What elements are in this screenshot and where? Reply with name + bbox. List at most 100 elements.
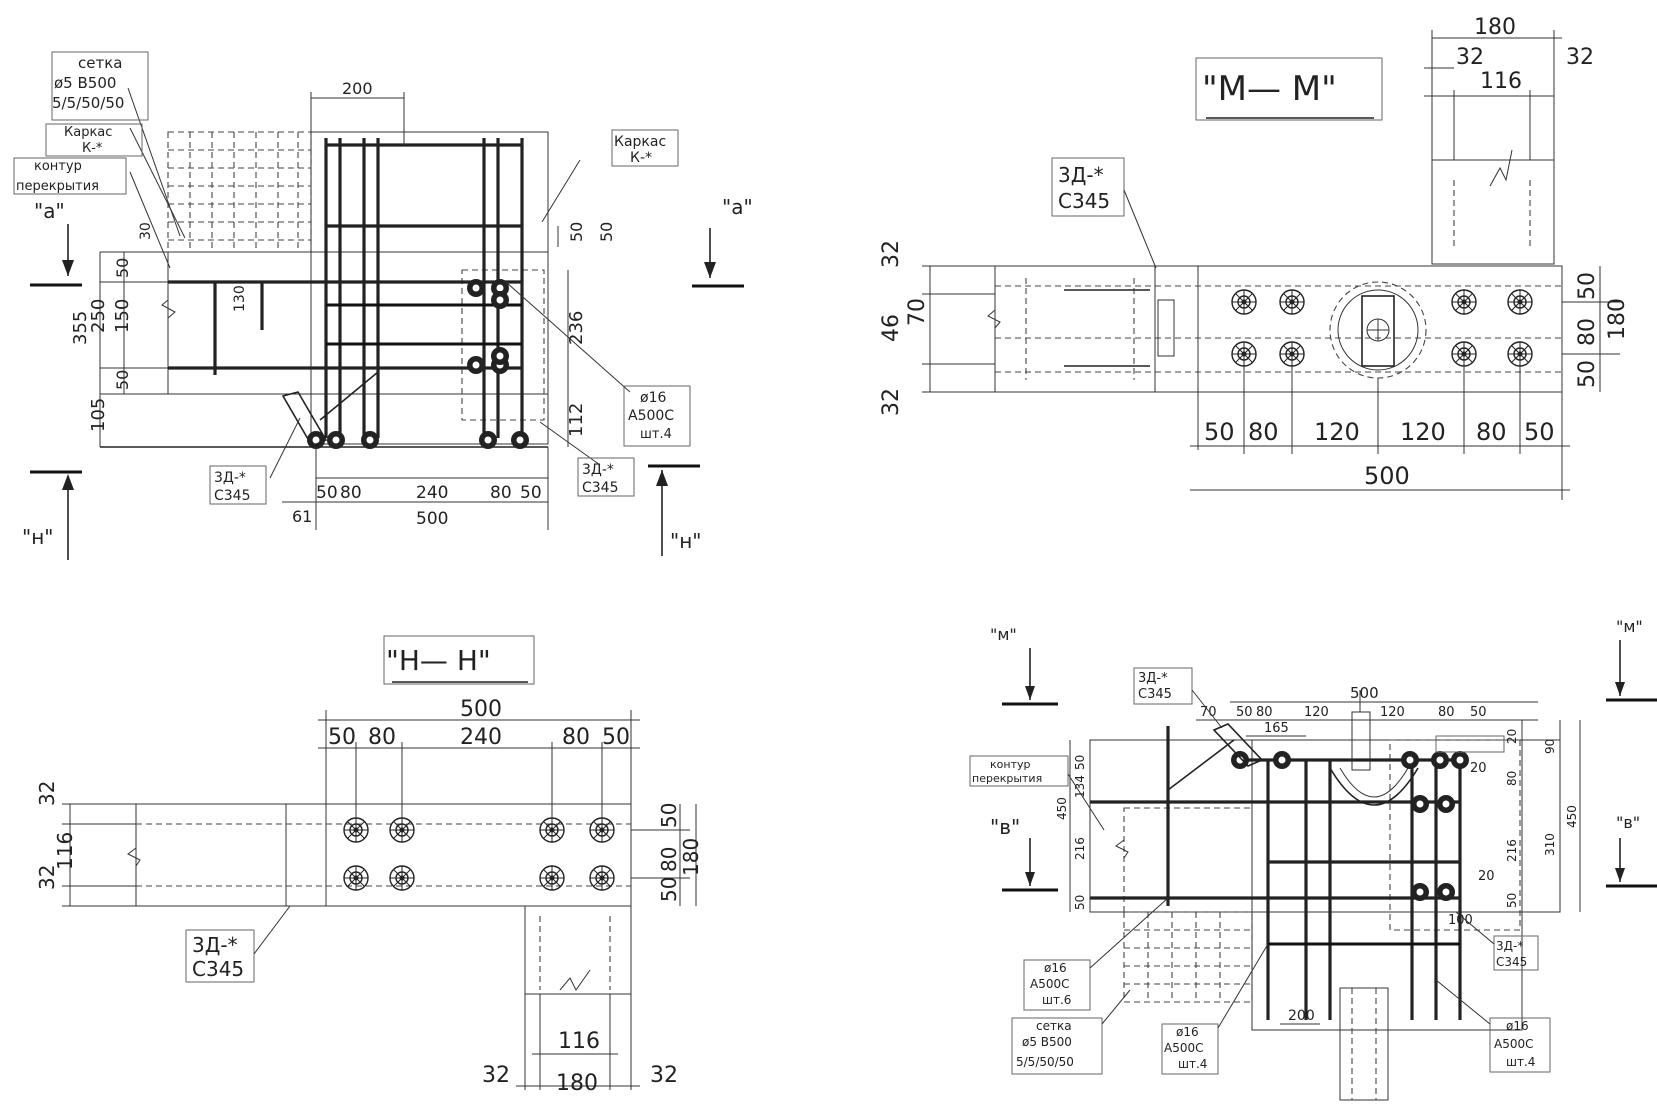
svg-text:ø16: ø16 (1506, 1019, 1529, 1033)
dim-h-500: 500 (460, 697, 502, 722)
dim-br-t-50a: 50 (1236, 705, 1253, 720)
svg-text:5/5/50/50: 5/5/50/50 (1016, 1055, 1074, 1069)
svg-text:"в": "в" (990, 815, 1020, 839)
callout-br-contour: контур перекрытия (969, 755, 1105, 831)
svg-text:"a": "a" (34, 199, 65, 223)
dim-h-right-80: 80 (657, 847, 681, 872)
dim-bottom-240: 240 (416, 483, 448, 503)
dim-50c: 50 (113, 258, 132, 278)
svg-text:3Д-*: 3Д-* (582, 462, 614, 478)
dim-h-t-240: 240 (460, 725, 502, 750)
section-mark-b-right: "в" (1606, 813, 1657, 888)
dim-br-right-50: 50 (1505, 893, 1519, 908)
section-mark-m-left: "м" (990, 625, 1058, 706)
callout-frame-left: Каркас К-* (45, 123, 143, 157)
dim-br-t-50b: 50 (1470, 705, 1487, 720)
svg-text:"в": "в" (1616, 813, 1640, 832)
dim-m-32l: 32 (1456, 45, 1484, 70)
svg-text:ø5 B500: ø5 B500 (1022, 1035, 1072, 1049)
dim-br-right-310: 310 (1543, 833, 1557, 856)
callout-br-plate-right: 3Д-* C345 (1455, 911, 1539, 971)
dim-m-b-50a: 50 (1204, 418, 1235, 446)
dim-355: 355 (70, 311, 91, 345)
svg-text:C345: C345 (1058, 189, 1110, 213)
dim-m-right-180: 180 (1605, 298, 1630, 340)
section-mark-a-right: "a" (692, 195, 753, 288)
svg-text:шт.4: шт.4 (1506, 1055, 1535, 1069)
svg-text:"м": "м" (990, 625, 1017, 644)
svg-text:C345: C345 (1138, 687, 1172, 702)
svg-text:"a": "a" (722, 195, 753, 219)
dim-250: 250 (88, 299, 109, 333)
svg-text:перекрытия: перекрытия (16, 179, 99, 194)
svg-text:3Д-*: 3Д-* (192, 933, 238, 957)
dim-50d: 50 (113, 370, 132, 390)
slab-outline-br (1089, 739, 1561, 913)
dim-m-left-32b: 32 (879, 388, 904, 416)
dim-m-total-500: 500 (1364, 462, 1410, 490)
dim-h-left-116: 116 (53, 832, 77, 870)
callout-contour: контур перекрытия (13, 157, 127, 195)
dim-m-left-70: 70 (905, 298, 930, 326)
dim-h-left-32b: 32 (35, 865, 59, 890)
dim-h-b-32r: 32 (650, 1063, 678, 1088)
dim-m-right-80: 80 (1575, 318, 1600, 346)
dim-br-165: 165 (1264, 721, 1289, 736)
dim-m-b-50b: 50 (1524, 418, 1555, 446)
dim-m-b-120b: 120 (1400, 418, 1446, 446)
dim-br-left-50a: 50 (1073, 755, 1087, 770)
dim-h-b-180: 180 (556, 1071, 598, 1096)
dim-m-b-80a: 80 (1248, 418, 1279, 446)
callout-plate-left: 3Д-* C345 (209, 465, 267, 505)
dim-50b: 50 (597, 222, 616, 242)
callout-br-plate-top: 3Д-* C345 (1133, 667, 1223, 729)
svg-text:контур: контур (34, 159, 82, 174)
svg-text:A500C: A500C (1164, 1041, 1204, 1055)
svg-text:сетка: сетка (1036, 1019, 1072, 1033)
dim-br-20b: 20 (1470, 761, 1487, 776)
dim-m-left-46: 46 (879, 314, 904, 342)
dim-total-500: 500 (416, 509, 448, 529)
section-mark-b-left: "в" (990, 815, 1058, 892)
svg-text:шт.4: шт.4 (640, 427, 672, 442)
dim-h-t-80a: 80 (368, 725, 396, 750)
dim-105: 105 (88, 398, 109, 432)
plan-view-bottom-right: 500 70 50 80 120 120 80 50 165 50 134 45… (969, 617, 1657, 1101)
svg-text:C345: C345 (214, 488, 251, 504)
svg-text:ø5 B500: ø5 B500 (54, 74, 116, 92)
svg-text:"н": "н" (22, 525, 53, 549)
dim-h-t-80b: 80 (562, 725, 590, 750)
dim-br-200: 200 (1288, 1008, 1315, 1024)
dim-m-180: 180 (1474, 15, 1516, 40)
callout-br-rebar-left: ø16 A500C шт.6 (1023, 897, 1169, 1011)
column-outline (310, 131, 549, 445)
svg-text:A500C: A500C (1030, 977, 1070, 991)
svg-text:"н": "н" (670, 529, 701, 553)
svg-text:шт.6: шт.6 (1042, 993, 1071, 1007)
svg-text:C345: C345 (192, 957, 244, 981)
svg-text:К-*: К-* (82, 141, 103, 156)
dim-bottom-50a: 50 (316, 483, 338, 503)
dim-br-right-80: 80 (1505, 771, 1519, 786)
dim-br-left-50b: 50 (1073, 895, 1087, 910)
svg-text:сетка: сетка (78, 54, 122, 72)
dim-m-right-50a: 50 (1575, 272, 1600, 300)
dim-br-left-216: 216 (1073, 837, 1087, 860)
dim-br-left-450: 450 (1055, 797, 1069, 820)
dim-m-b-120a: 120 (1314, 418, 1360, 446)
dim-br-left-134: 134 (1073, 775, 1087, 798)
section-view-m-m: "M— M" (879, 15, 1630, 500)
dim-br-t-120a: 120 (1304, 705, 1329, 720)
dim-h-right-50b: 50 (657, 877, 681, 902)
callout-plate-h: 3Д-* C345 (185, 905, 291, 983)
svg-text:C345: C345 (1496, 955, 1527, 969)
dim-m-116: 116 (1480, 69, 1522, 94)
dim-br-right-216: 216 (1505, 839, 1519, 862)
dim-br-right-20: 20 (1505, 729, 1519, 744)
dim-30: 30 (138, 222, 154, 240)
svg-text:3Д-*: 3Д-* (1138, 671, 1168, 686)
dim-h-t-50a: 50 (328, 725, 356, 750)
svg-text:контур: контур (990, 758, 1030, 771)
svg-text:шт.4: шт.4 (1178, 1057, 1207, 1071)
